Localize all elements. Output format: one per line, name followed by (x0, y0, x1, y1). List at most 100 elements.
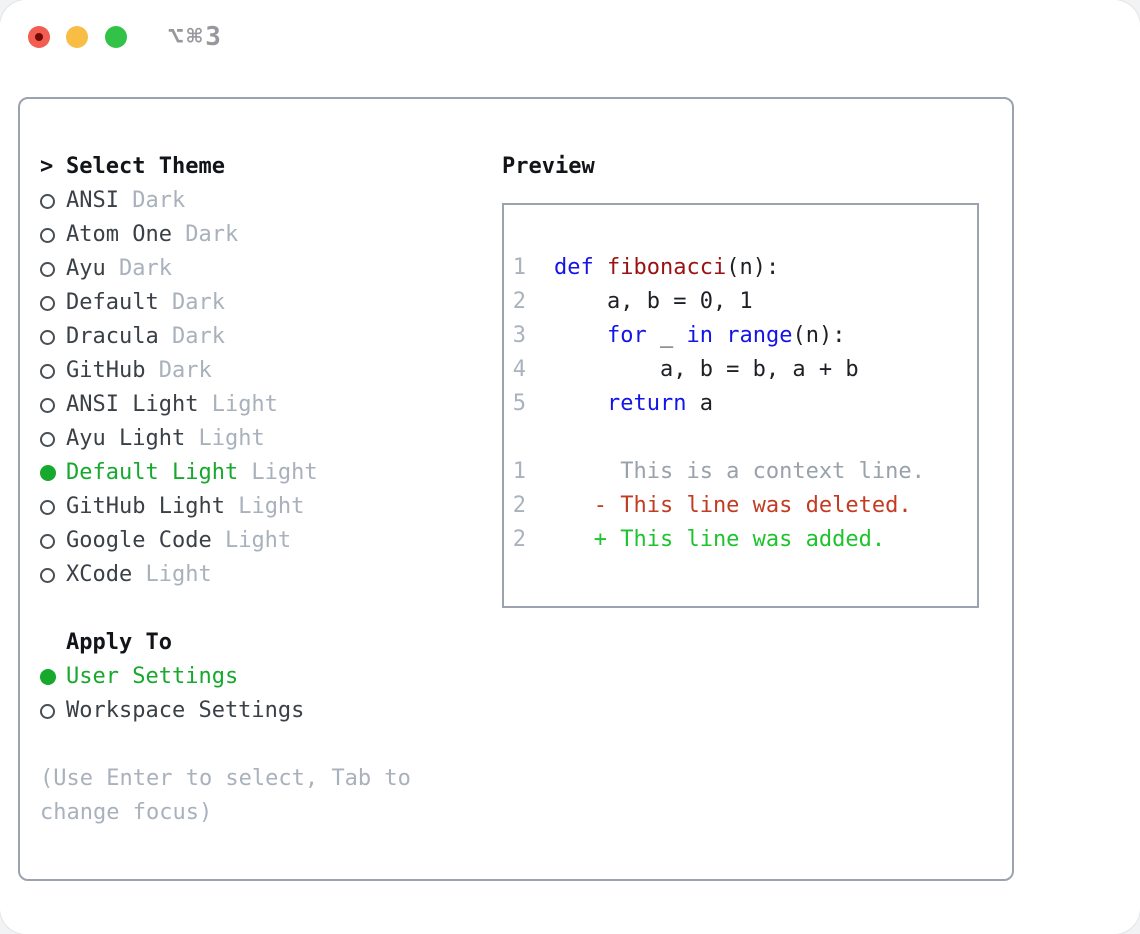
code-token-plain (554, 391, 607, 416)
line-number: 4 (512, 357, 526, 382)
code-line-2: 2 a, b = 0, 1 (512, 285, 977, 319)
code-text: a, b = b, a + b (554, 353, 859, 387)
theme-name-label: Ayu Light (66, 426, 186, 451)
selected-radio-icon (40, 465, 56, 481)
code-line-3: 3 for _ in range(n): (512, 319, 977, 353)
line-number: 2 (512, 289, 526, 314)
apply-option-0[interactable]: User Settings (40, 660, 490, 694)
preview-header-row: Preview (502, 150, 979, 184)
radio-cell (40, 286, 66, 320)
theme-option-3[interactable]: Default Dark (40, 286, 490, 320)
code-token-keyword: in (686, 323, 713, 348)
code-text: a, b = 0, 1 (554, 285, 753, 319)
theme-variant-label: Dark (171, 222, 239, 247)
close-dot-icon (35, 33, 43, 41)
radio-cell (40, 388, 66, 422)
radio-icon (40, 703, 55, 719)
apply-option-1[interactable]: Workspace Settings (40, 694, 490, 728)
diff-line-added: 2 + This line was added. (512, 523, 977, 557)
spacer (40, 592, 490, 626)
code-token-keyword: for (606, 323, 647, 348)
theme-option-4[interactable]: Dracula Dark (40, 320, 490, 354)
line-number: 2 (512, 527, 526, 552)
theme-option-11[interactable]: XCode Light (40, 558, 490, 592)
radio-cell (40, 320, 66, 354)
theme-name-label: Ayu (66, 256, 106, 281)
apply-option-label: Workspace Settings (66, 698, 305, 723)
radio-cell (40, 184, 66, 218)
radio-icon (40, 329, 55, 345)
keyboard-hint: (Use Enter to select, Tab to change focu… (40, 766, 411, 825)
code-token-plain: a (686, 391, 713, 416)
theme-name-label: GitHub (66, 358, 146, 383)
code-token-plain (594, 255, 607, 280)
theme-option-0[interactable]: ANSI Dark (40, 184, 490, 218)
spacer (512, 421, 977, 455)
theme-name-label: Google Code (66, 528, 212, 553)
code-token-keyword: def (554, 255, 594, 280)
diff-text-added: + This line was added. (554, 527, 886, 552)
diff-preview: 1 This is a context line.2 - This line w… (512, 455, 977, 557)
close-button[interactable] (28, 26, 50, 48)
code-token-plain: a, b = b, a + b (554, 357, 859, 382)
select-theme-header-row: > Select Theme (40, 150, 490, 184)
radio-icon (40, 499, 55, 515)
zoom-button[interactable] (105, 26, 127, 48)
code-token-keyword: return (606, 391, 687, 416)
diff-text-context: This is a context line. (554, 459, 925, 484)
titlebar: ⌥⌘3 (0, 0, 1140, 76)
theme-variant-label: Light (224, 494, 305, 519)
code-token-plain (554, 323, 607, 348)
theme-option-2[interactable]: Ayu Dark (40, 252, 490, 286)
theme-option-9[interactable]: GitHub Light Light (40, 490, 490, 524)
line-number: 3 (512, 323, 526, 348)
radio-icon (40, 261, 55, 277)
theme-variant-label: Light (185, 426, 265, 451)
theme-option-8[interactable]: Default Light Light (40, 456, 490, 490)
theme-name-label: ANSI (66, 188, 119, 213)
code-token-keyword: range (726, 323, 793, 348)
theme-option-7[interactable]: Ayu Light Light (40, 422, 490, 456)
radio-cell (40, 252, 66, 286)
diff-line-context: 1 This is a context line. (512, 455, 977, 489)
theme-variant-label: Dark (158, 290, 225, 315)
radio-cell (40, 660, 66, 694)
radio-icon (40, 363, 55, 379)
theme-option-1[interactable]: Atom One Dark (40, 218, 490, 252)
diff-line-deleted: 2 - This line was deleted. (512, 489, 977, 523)
minimize-button[interactable] (66, 26, 88, 48)
radio-icon (40, 397, 55, 413)
window-title: ⌥⌘3 (168, 22, 224, 52)
theme-option-10[interactable]: Google Code Light (40, 524, 490, 558)
code-line-5: 5 return a (512, 387, 977, 421)
theme-option-6[interactable]: ANSI Light Light (40, 388, 490, 422)
radio-icon (40, 567, 55, 583)
code-token-plain (713, 323, 726, 348)
code-token-plain: _ (646, 323, 687, 348)
radio-cell (40, 422, 66, 456)
code-token-plain: a, b = 0, 1 (554, 289, 753, 314)
theme-variant-label: Dark (105, 256, 172, 281)
line-number: 1 (512, 459, 526, 484)
theme-name-label: ANSI Light (66, 392, 199, 417)
theme-name-label: Default Light (66, 460, 239, 485)
radio-icon (40, 193, 55, 209)
code-token-plain: (n): (792, 323, 846, 348)
theme-name-label: Dracula (66, 324, 159, 349)
line-number: 2 (512, 493, 526, 518)
preview-header: Preview (502, 154, 595, 179)
theme-variant-label: Light (211, 528, 292, 553)
theme-variant-label: Dark (145, 358, 212, 383)
theme-name-label: Default (66, 290, 159, 315)
code-token-function: fibonacci (607, 255, 727, 280)
theme-name-label: Atom One (66, 222, 172, 247)
radio-cell (40, 524, 66, 558)
selected-radio-icon (40, 669, 56, 685)
theme-option-5[interactable]: GitHub Dark (40, 354, 490, 388)
